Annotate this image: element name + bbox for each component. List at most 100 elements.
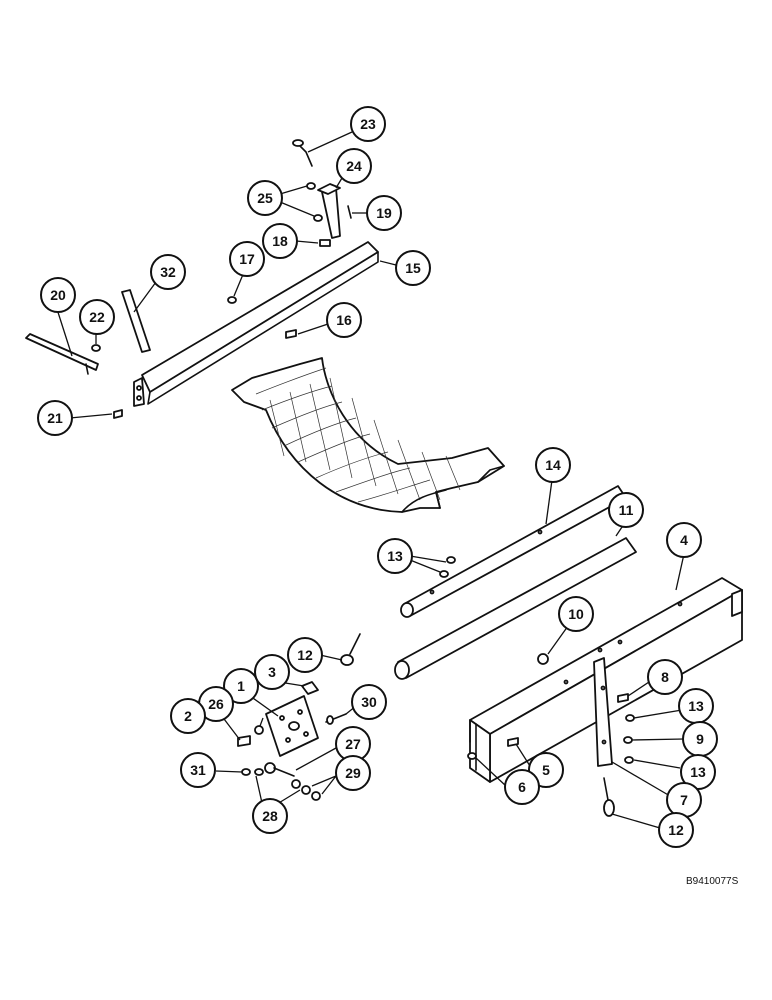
svg-text:9: 9: [696, 731, 704, 747]
callout-14: 14: [535, 447, 571, 483]
part-11-tube: [394, 537, 637, 680]
callout-20: 20: [40, 277, 76, 313]
part-20-strip: [25, 333, 99, 375]
callout-19: 19: [366, 195, 402, 231]
callout-29: 29: [335, 755, 371, 791]
svg-text:32: 32: [160, 264, 176, 280]
svg-text:30: 30: [361, 694, 377, 710]
part-26-washer: [254, 725, 264, 735]
svg-text:1: 1: [237, 678, 245, 694]
callout-3: 3: [254, 654, 290, 690]
callout-9: 9: [682, 721, 718, 757]
svg-text:22: 22: [89, 309, 105, 325]
callout-17: 17: [229, 241, 265, 277]
svg-text:13: 13: [387, 548, 403, 564]
part-5-bolt: [507, 737, 519, 747]
callout-27: 27: [335, 726, 371, 762]
part-30-bolt: [325, 713, 347, 725]
part-8-bolt: [617, 693, 629, 703]
part-9-13-washers: [623, 714, 635, 764]
svg-text:15: 15: [405, 260, 421, 276]
callout-21: 21: [37, 400, 73, 436]
svg-text:25: 25: [257, 190, 273, 206]
part-19-pin: [347, 205, 352, 219]
callout-23: 23: [350, 106, 386, 142]
part-21-bolt: [113, 409, 123, 419]
part-12-eye-bolt-lower: [603, 777, 615, 817]
svg-text:19: 19: [376, 205, 392, 221]
part-2-bolt: [237, 735, 251, 747]
svg-text:10: 10: [568, 606, 584, 622]
svg-text:21: 21: [47, 410, 63, 426]
callout-24: 24: [336, 148, 372, 184]
part-6-nut: [467, 752, 477, 760]
callout-8: 8: [647, 659, 683, 695]
svg-text:23: 23: [360, 116, 376, 132]
callout-6: 6: [504, 769, 540, 805]
svg-text:11: 11: [619, 502, 634, 518]
svg-text:16: 16: [336, 312, 352, 328]
svg-text:14: 14: [545, 457, 561, 473]
callout-15: 15: [395, 250, 431, 286]
callout-22: 22: [79, 299, 115, 335]
svg-text:20: 20: [50, 287, 66, 303]
part-28-31-nuts: [241, 768, 264, 776]
svg-text:3: 3: [268, 664, 276, 680]
callout-18: 18: [262, 223, 298, 259]
part-17-nut: [227, 296, 237, 304]
drawing-code: B9410077S: [686, 876, 739, 887]
part-24-bracket: [317, 183, 341, 239]
svg-text:6: 6: [518, 779, 526, 795]
part-13-nuts-tube: [439, 556, 456, 578]
callout-10: 10: [558, 596, 594, 632]
part-15-angle-bar: [133, 241, 379, 407]
callout-32: 32: [150, 254, 186, 290]
callout-30: 30: [351, 684, 387, 720]
callout-13-upper: 13: [678, 688, 714, 724]
part-3-nut: [301, 681, 319, 695]
svg-text:13: 13: [688, 698, 704, 714]
svg-text:18: 18: [272, 233, 288, 249]
part-22-nut: [91, 344, 101, 352]
svg-text:13: 13: [690, 764, 706, 780]
part-25-nuts: [306, 182, 323, 222]
callout-28: 28: [252, 798, 288, 834]
part-12-eye-bolt-upper: [340, 633, 361, 666]
callout-4: 4: [666, 522, 702, 558]
callout-25: 25: [247, 180, 283, 216]
svg-text:7: 7: [680, 792, 688, 808]
part-1-plate: [265, 695, 319, 757]
part-16-bolt: [285, 329, 297, 339]
svg-text:29: 29: [345, 765, 361, 781]
part-18-bolt: [319, 239, 331, 247]
part-27-28-bolt: [264, 762, 295, 777]
callout-16: 16: [326, 302, 362, 338]
svg-text:2: 2: [184, 708, 192, 724]
svg-text:24: 24: [346, 158, 362, 174]
svg-text:28: 28: [262, 808, 278, 824]
svg-text:4: 4: [680, 532, 688, 548]
callout-1: 1: [223, 668, 259, 704]
svg-text:31: 31: [190, 762, 206, 778]
callout-12-upper: 12: [287, 637, 323, 673]
callout-2: 2: [170, 698, 206, 734]
svg-text:8: 8: [661, 669, 669, 685]
part-29-28-washers: [291, 779, 321, 801]
callout-13-tube: 13: [377, 538, 413, 574]
svg-text:5: 5: [542, 762, 550, 778]
svg-text:12: 12: [297, 647, 313, 663]
svg-text:26: 26: [208, 696, 224, 712]
callout-7: 7: [666, 782, 702, 818]
svg-text:17: 17: [239, 251, 255, 267]
svg-text:12: 12: [668, 822, 684, 838]
part-7-bracket: [593, 657, 613, 767]
svg-text:27: 27: [345, 736, 361, 752]
callout-12-lower: 12: [658, 812, 694, 848]
part-14-tube: [400, 485, 627, 618]
part-23-bolt: [292, 139, 313, 167]
callout-31: 31: [180, 752, 216, 788]
callout-11: 11: [608, 492, 644, 528]
part-32-strip: [121, 289, 151, 353]
part-10-plug: [537, 653, 549, 665]
